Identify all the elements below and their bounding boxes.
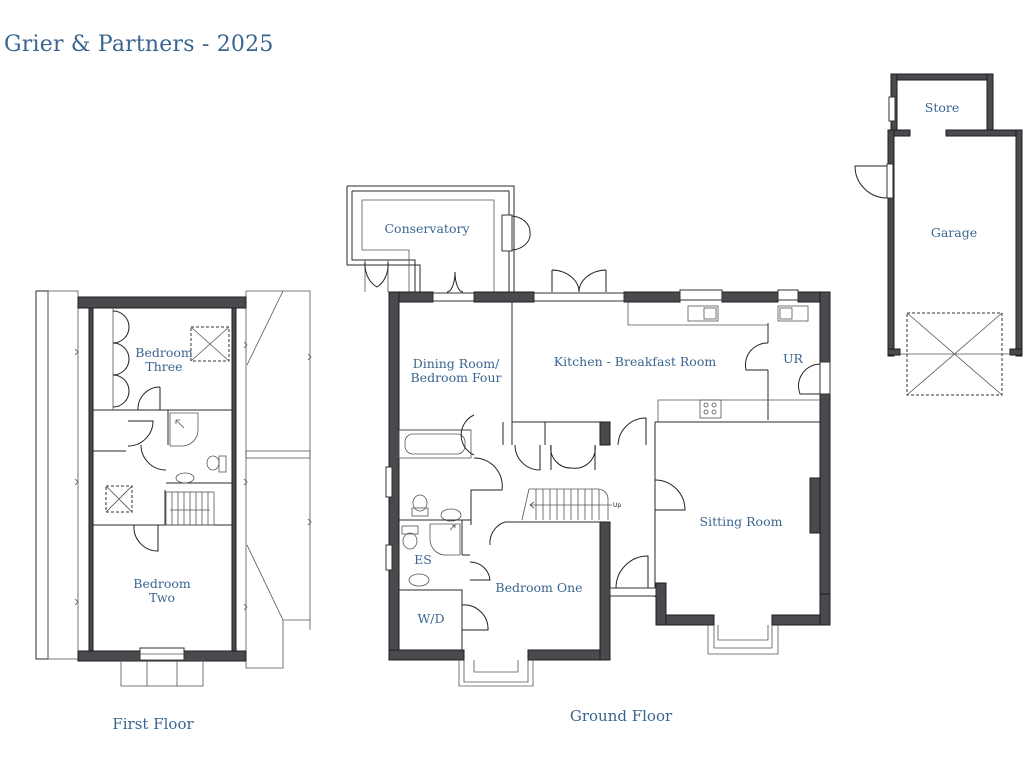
kitchen-french-doors[interactable] bbox=[551, 269, 607, 293]
sitting-room-bay-window bbox=[707, 625, 779, 655]
ground-floor-plan: Up Conservatory Dining Room/ Bedroom Fou… bbox=[346, 185, 831, 725]
ensuite-toilet-icon bbox=[401, 525, 419, 550]
bathroom-toilet-icon bbox=[411, 494, 429, 517]
front-door[interactable] bbox=[615, 555, 649, 589]
first-floor-top-wall bbox=[77, 296, 247, 309]
bathroom-basin-icon bbox=[440, 508, 462, 522]
store-window bbox=[888, 96, 896, 122]
bedroom-one-bay-window bbox=[458, 660, 534, 687]
bedroom-one-door[interactable] bbox=[489, 521, 506, 546]
room-label-kitchen: Kitchen - Breakfast Room bbox=[554, 354, 717, 369]
room-label-dining-room-line2: Bedroom Four bbox=[411, 370, 502, 385]
ensuite-basin-icon bbox=[408, 573, 430, 587]
cupboard-door-left[interactable] bbox=[514, 444, 541, 471]
ensuite-door[interactable] bbox=[469, 561, 491, 581]
conservatory-side-doors[interactable] bbox=[511, 215, 531, 251]
garage-outbuilding: Store Garage bbox=[854, 73, 1023, 396]
room-label-wd: W/D bbox=[417, 611, 444, 626]
kitchen-hall-door[interactable] bbox=[617, 417, 647, 446]
conservatory-garden-doors[interactable] bbox=[364, 261, 389, 288]
bedroom-three-door[interactable] bbox=[137, 386, 161, 411]
garage-door-overhead bbox=[906, 312, 1003, 396]
bathroom-door[interactable] bbox=[460, 414, 475, 456]
bedroom-two-door[interactable] bbox=[133, 524, 159, 552]
utility-sink-icon bbox=[777, 305, 809, 322]
floor-label-first-floor: First Floor bbox=[112, 715, 194, 733]
first-floor-plan: Bedroom Three Bedroom Two First Floor bbox=[35, 290, 312, 733]
cupboard-double-doors[interactable] bbox=[550, 444, 596, 470]
dining-room-window bbox=[432, 292, 475, 302]
room-label-sitting-room: Sitting Room bbox=[700, 514, 783, 529]
conservatory bbox=[346, 185, 531, 292]
plan-title: Grier & Partners - 2025 bbox=[4, 32, 274, 57]
toilet-icon bbox=[206, 455, 227, 473]
ensuite-shower-icon bbox=[429, 523, 461, 556]
room-label-utility: UR bbox=[783, 351, 804, 366]
first-floor-left-eaves bbox=[35, 290, 79, 660]
sitting-room-door[interactable] bbox=[654, 479, 686, 511]
basin-icon bbox=[175, 472, 195, 484]
room-label-dining-room: Dining Room/ bbox=[413, 356, 500, 371]
room-label-conservatory: Conservatory bbox=[384, 221, 470, 236]
kitchen-window bbox=[679, 289, 723, 301]
bath-icon bbox=[398, 429, 472, 459]
wd-door[interactable] bbox=[461, 604, 489, 631]
room-label-ensuite: ES bbox=[414, 552, 432, 567]
ground-floor-staircase: Up bbox=[521, 488, 621, 521]
room-label-garage: Garage bbox=[931, 225, 977, 240]
room-label-store: Store bbox=[925, 100, 960, 115]
utility-external-door[interactable] bbox=[797, 363, 821, 395]
conservatory-inner-doors[interactable] bbox=[446, 271, 464, 293]
room-label-bedroom-one: Bedroom One bbox=[495, 580, 582, 595]
stair-up-label: Up bbox=[613, 502, 621, 509]
landing-skylight bbox=[105, 485, 133, 513]
ground-floor-outer-walls bbox=[388, 291, 831, 661]
room-label-bedroom-two-line2: Two bbox=[149, 590, 175, 605]
hob-icon bbox=[699, 399, 722, 419]
room-label-bedroom-three: Bedroom bbox=[135, 345, 193, 360]
utility-door[interactable] bbox=[744, 342, 769, 371]
floor-label-ground-floor: Ground Floor bbox=[570, 707, 673, 725]
room-label-bedroom-three-line2: Three bbox=[145, 359, 182, 374]
shower-room-door[interactable] bbox=[140, 444, 167, 471]
room-label-bedroom-two: Bedroom bbox=[133, 576, 191, 591]
first-floor-staircase bbox=[165, 491, 215, 526]
garage-side-door[interactable] bbox=[854, 165, 888, 199]
kitchen-sink-icon bbox=[687, 305, 719, 322]
first-floor-right-eaves bbox=[243, 290, 312, 669]
shower-icon bbox=[169, 412, 199, 447]
bedroom-three-skylight bbox=[190, 326, 230, 362]
